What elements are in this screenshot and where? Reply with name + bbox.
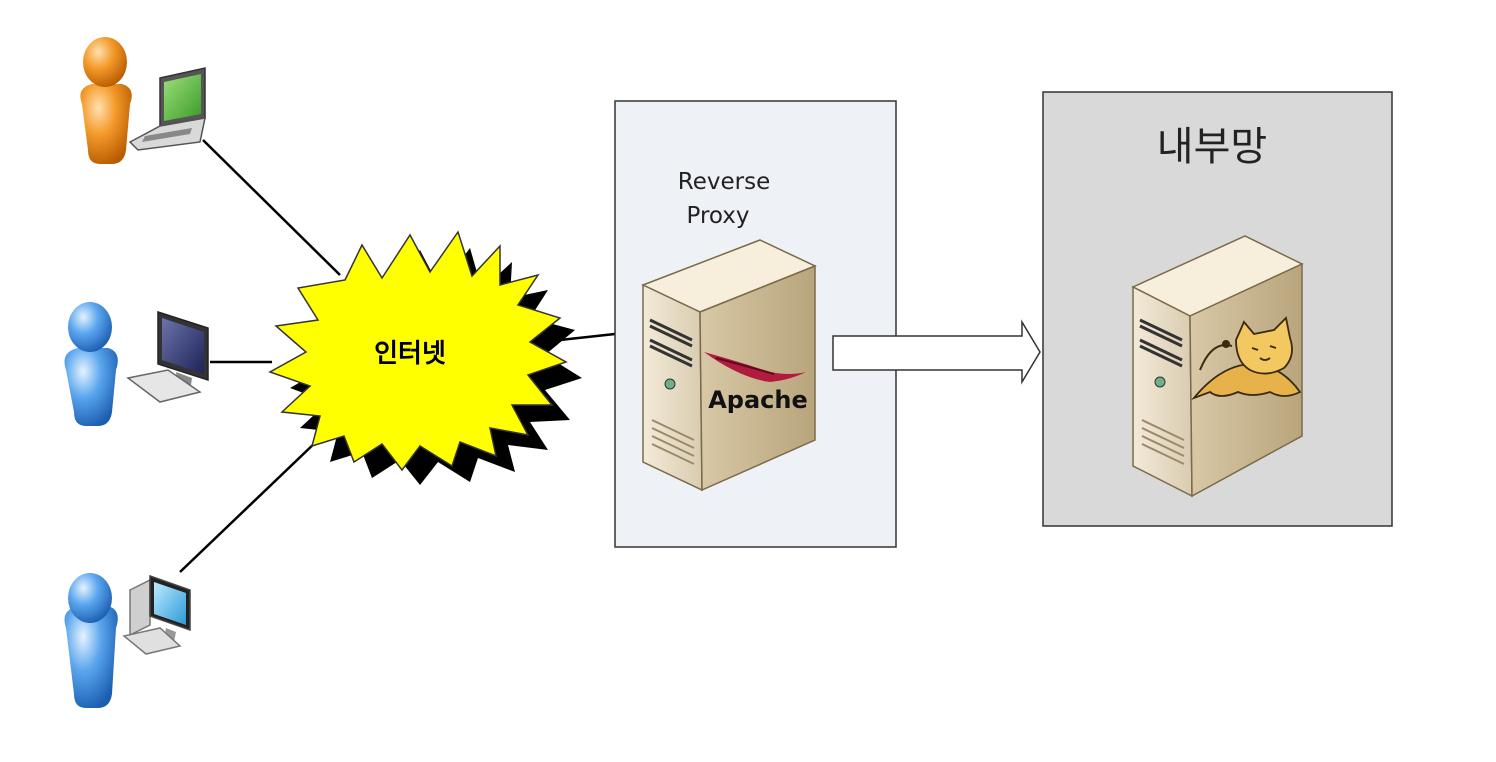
line-laptop-internet [202, 139, 341, 276]
user-blue-icon-3 [64, 573, 118, 708]
user-blue-icon-2 [64, 302, 118, 426]
connection-lines [179, 139, 616, 573]
apache-feather-icon [704, 352, 806, 382]
reverse-proxy-box: Reverse Proxy Apache [614, 100, 897, 548]
internet-burst [268, 230, 568, 472]
monitor-desktop-icon [126, 310, 209, 403]
tomcat-cat-icon [1191, 316, 1302, 401]
right-arrow-icon [832, 319, 1041, 385]
reverse-proxy-label-line2: Proxy [686, 203, 749, 229]
internet-label: 인터넷 [374, 339, 446, 369]
apache-logo-text: Apache [708, 386, 808, 414]
internal-network-box: 내부망 [1042, 91, 1393, 527]
laptop-icon [128, 67, 206, 151]
internal-network-label: 내부망 [1157, 124, 1267, 170]
internet-cloud: 인터넷 [268, 230, 582, 485]
line-desktop-internet [179, 439, 319, 573]
user-orange-icon [80, 37, 132, 164]
reverse-proxy-label-line1: Reverse [678, 169, 770, 195]
desktop-computer-icon [122, 574, 191, 655]
line-internet-proxy [559, 332, 616, 342]
